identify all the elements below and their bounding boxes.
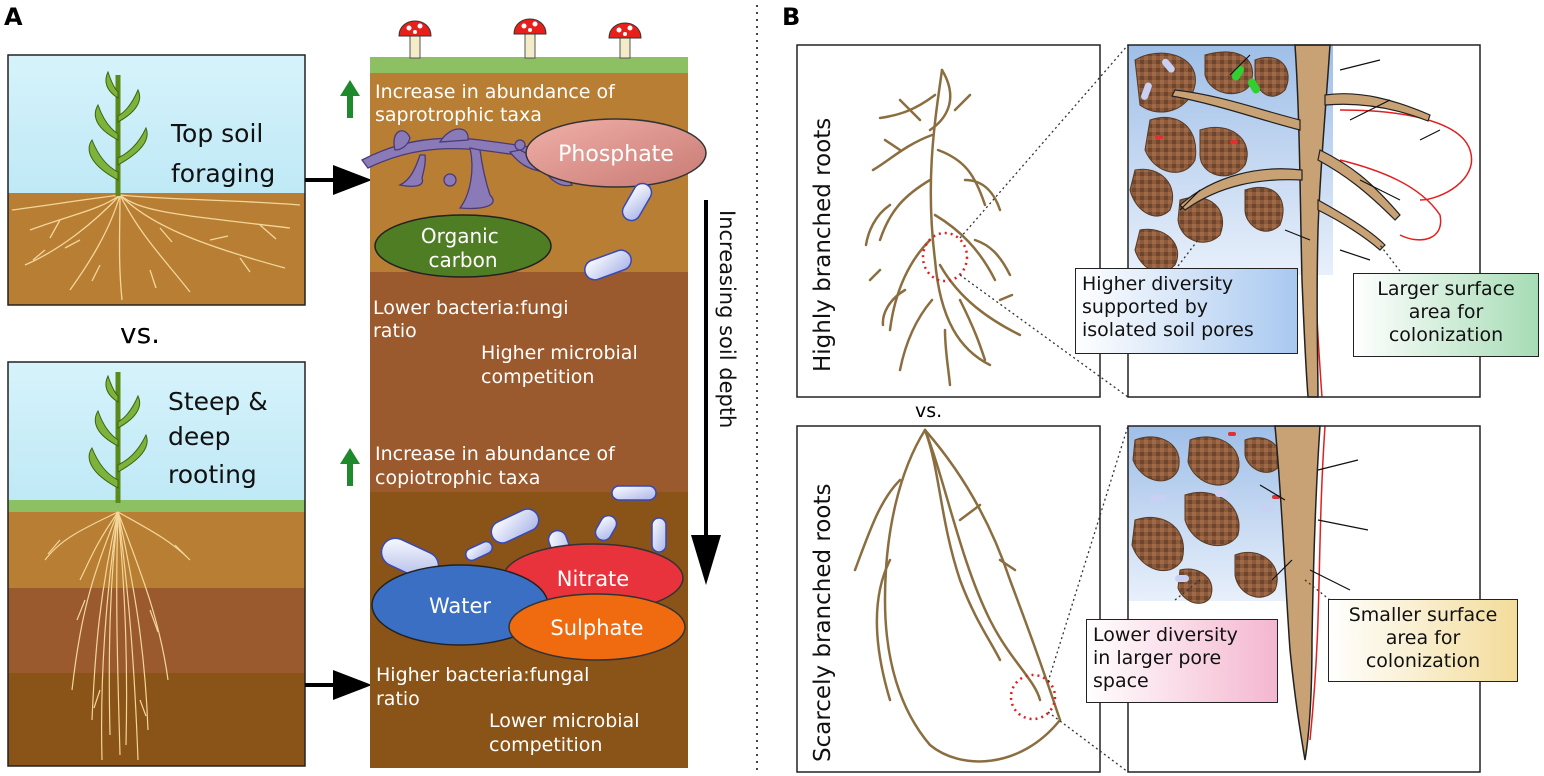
nitrate-ellipse: Nitrate — [502, 543, 684, 613]
root-hairs-bottom — [1259, 459, 1369, 591]
microbes-bottom — [1150, 432, 1280, 582]
copio-text-line2: copiotrophic taxa — [375, 467, 540, 489]
sulphate-ellipse: Sulphate — [508, 593, 686, 661]
highly-branched-roots — [864, 68, 1022, 387]
phosphate-ellipse: Phosphate — [525, 118, 707, 188]
panel-b-vs: vs. — [915, 400, 942, 422]
main-root-bottom — [1274, 425, 1321, 761]
highly-branched-box: Highly branched roots — [796, 44, 1101, 398]
svg-text:Lower microbial competitio: Lower microbial competition — [489, 710, 646, 756]
deep-label-line3: rooting — [168, 460, 257, 489]
sapro-text-line1: Increase in abundance of — [375, 81, 616, 103]
shallow-roots — [11, 194, 301, 301]
deep-label-line1: Steep & — [168, 387, 268, 416]
main-root-top — [1171, 44, 1431, 398]
svg-text:Lower bacteria:fungi ratio: Lower bacteria:fungi ratio — [373, 297, 575, 342]
highly-branched-label: Highly branched roots — [810, 118, 836, 372]
scarcely-branched-roots — [853, 428, 1062, 763]
svg-text:Increase in abundance of c: Increase in abundance of copiotrophic ta… — [375, 443, 621, 489]
plant-icon-2 — [88, 372, 148, 503]
organic-carbon-line2: carbon — [428, 248, 497, 272]
larger-surface-box-bg — [1353, 273, 1539, 357]
scarcely-branched-label: Scarcely branched roots — [810, 483, 836, 762]
competition-low-line2: competition — [489, 734, 602, 756]
deep-roots — [44, 511, 191, 761]
water-label: Water — [429, 594, 491, 618]
competition-high-line2: competition — [481, 366, 594, 388]
mushroom-icon — [398, 18, 642, 59]
arrow-up-icon-2 — [340, 448, 360, 486]
panel-a-letter: A — [4, 3, 23, 31]
svg-text:Top soil foraging: Top soil foraging — [170, 119, 275, 188]
depth-arrow: Increasing soil depth — [691, 200, 739, 585]
top-soil-label-line2: foraging — [171, 159, 275, 188]
competition-high-line1: Higher microbial — [481, 342, 638, 364]
nitrate-label: Nitrate — [557, 567, 629, 591]
plant-icon — [88, 70, 148, 196]
connector-arrow-bottom — [305, 670, 372, 700]
deep-rooting-box: Steep & deep rooting — [7, 361, 306, 767]
organic-carbon-line1: Organic — [421, 224, 499, 248]
organic-carbon-ellipse: Organic carbon — [374, 214, 552, 278]
deep-label-line2: deep — [168, 422, 231, 451]
larger-surface-label: Larger surface area for colonization — [1353, 273, 1539, 357]
svg-text:Higher bacteria:fungal rat: Higher bacteria:fungal ratio — [376, 664, 595, 710]
arrow-up-icon — [340, 80, 360, 118]
soil-aggregates — [1129, 51, 1289, 273]
copio-text-line1: Increase in abundance of — [375, 443, 616, 465]
connector-arrow-top — [305, 165, 372, 195]
bacteria-icon — [584, 182, 653, 281]
competition-low-line1: Lower microbial — [489, 710, 639, 732]
higher-diversity-label: Higher diversity supported by isolated s… — [1075, 268, 1298, 354]
svg-text:Increase in abundance of s: Increase in abundance of saprotrophic ta… — [375, 81, 621, 126]
water-ellipse: Water — [371, 564, 549, 646]
ratio-low-line2: ratio — [373, 320, 417, 342]
smaller-surface-label: Smaller surface area for colonization — [1328, 599, 1518, 682]
panel-b-letter: B — [782, 3, 800, 31]
lower-diversity-label: Lower diversity in larger pore space — [1086, 619, 1278, 703]
depth-arrow-label: Increasing soil depth — [715, 210, 739, 428]
phosphate-label: Phosphate — [558, 142, 674, 167]
smaller-surface-box-bg — [1328, 599, 1518, 682]
zoom-lines — [959, 44, 1129, 773]
root-hairs-top — [1179, 54, 1441, 261]
sulphate-label: Sulphate — [550, 616, 643, 640]
scarcely-branched-box: Scarcely branched roots — [796, 425, 1101, 773]
sapro-text-line2: saprotrophic taxa — [375, 104, 542, 126]
top-soil-label-line1: Top soil — [170, 119, 263, 148]
svg-text:Organic carbon: Organic carbon — [421, 224, 505, 272]
ratio-low-line1: Lower bacteria:fungi — [373, 297, 569, 319]
top-soil-box: Top soil foraging — [7, 54, 306, 306]
panel-a-vs: vs. — [120, 317, 160, 350]
lower-diversity-box-bg — [1086, 619, 1278, 703]
higher-diversity-box-bg — [1075, 268, 1298, 354]
ratio-high-line1: Higher bacteria:fungal — [376, 664, 589, 686]
svg-text:Steep & deep rooti: Steep & deep rooting — [168, 387, 276, 489]
svg-text:Higher microbial competiti: Higher microbial competition — [481, 342, 644, 388]
label-leader-lines — [1174, 239, 1404, 601]
ratio-high-line2: ratio — [376, 688, 420, 710]
